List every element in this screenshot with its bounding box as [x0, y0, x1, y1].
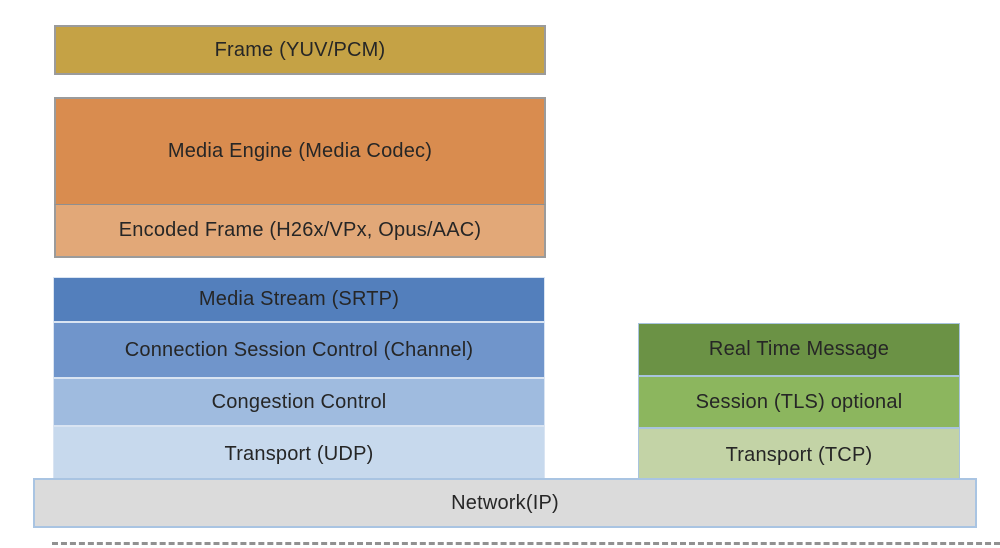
- frame-layer-box: Frame (YUV/PCM): [54, 25, 546, 75]
- transport-udp-box: Transport (UDP): [53, 426, 545, 482]
- session-tls-box: Session (TLS) optional: [638, 376, 960, 428]
- transport-udp-label: Transport (UDP): [224, 442, 374, 465]
- congestion-control-label: Congestion Control: [211, 390, 387, 413]
- media-engine-layer-box: Media Engine (Media Codec): [54, 97, 546, 205]
- congestion-control-box: Congestion Control: [53, 378, 545, 426]
- connection-session-control-box: Connection Session Control (Channel): [53, 322, 545, 378]
- encoded-frame-layer-label: Encoded Frame (H26x/VPx, Opus/AAC): [118, 219, 482, 241]
- connection-session-control-label: Connection Session Control (Channel): [124, 338, 474, 361]
- real-time-message-box: Real Time Message: [638, 323, 960, 376]
- network-ip-box: Network(IP): [33, 478, 977, 528]
- transport-tcp-label: Transport (TCP): [725, 443, 873, 466]
- bottom-dashed-line: [52, 542, 1000, 545]
- real-time-message-label: Real Time Message: [708, 338, 890, 360]
- media-engine-layer-label: Media Engine (Media Codec): [167, 140, 433, 162]
- session-tls-label: Session (TLS) optional: [695, 390, 903, 413]
- frame-layer-label: Frame (YUV/PCM): [214, 38, 386, 61]
- encoded-frame-layer-box: Encoded Frame (H26x/VPx, Opus/AAC): [54, 204, 546, 258]
- network-ip-label: Network(IP): [451, 491, 559, 514]
- media-stream-srtp-label: Media Stream (SRTP): [198, 288, 400, 310]
- transport-tcp-box: Transport (TCP): [638, 428, 960, 482]
- media-stream-srtp-box: Media Stream (SRTP): [53, 277, 545, 322]
